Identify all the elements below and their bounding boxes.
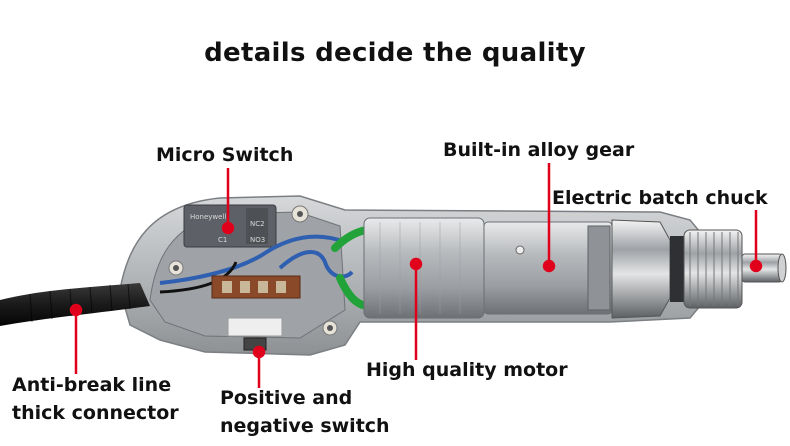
- label-switch-line2: negative switch: [220, 415, 390, 437]
- callout-dot-motor: [409, 257, 423, 271]
- label-alloy-gear: Built-in alloy gear: [443, 139, 635, 161]
- switch-c-marking: C1: [218, 236, 227, 244]
- label-motor: High quality motor: [366, 359, 568, 381]
- page-title: details decide the quality: [204, 38, 586, 68]
- green-wire: [331, 226, 370, 252]
- callout-dot-micro-switch: [221, 221, 235, 235]
- label-micro-switch: Micro Switch: [156, 144, 294, 166]
- blue-wire: [278, 250, 354, 279]
- electric-batch-chuck: [683, 229, 787, 309]
- blue-wire: [159, 234, 346, 285]
- front-nose: [611, 219, 684, 319]
- callout-dot-direction-switch: [252, 345, 266, 359]
- switch-nc-marking: NC2: [250, 220, 265, 228]
- switch-brand-marking: Honeywell: [190, 213, 226, 221]
- direction-switch: [211, 275, 301, 351]
- label-switch-line1: Positive and: [220, 387, 353, 409]
- callout-dot-alloy-gear: [542, 259, 556, 273]
- label-batch-chuck: Electric batch chuck: [552, 187, 768, 209]
- label-connector-line1: Anti-break line: [12, 374, 172, 396]
- label-connector-line2: thick connector: [12, 402, 179, 424]
- motor: [363, 217, 485, 319]
- black-wire: [159, 261, 238, 294]
- callout-dot-batch-chuck: [749, 259, 763, 273]
- switch-no-marking: NO3: [250, 236, 265, 244]
- callout-dot-connector: [69, 303, 83, 317]
